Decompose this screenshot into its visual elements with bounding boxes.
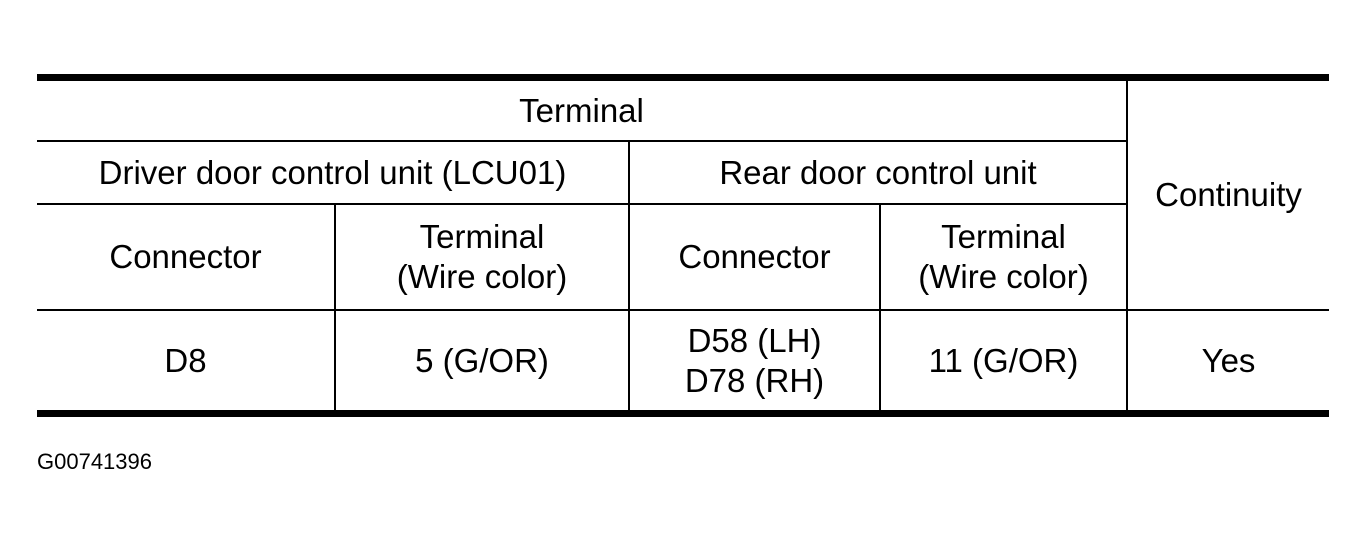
figure-id: G00741396 — [37, 449, 152, 474]
header-row-columns: Connector Terminal (Wire color) Connecto… — [37, 203, 1329, 311]
header-driver-terminal-line2: (Wire color) — [396, 258, 568, 295]
header-driver-terminal: Terminal (Wire color) — [334, 203, 630, 311]
cell-continuity: Yes — [1126, 309, 1330, 417]
header-driver-connector: Connector — [37, 203, 336, 311]
cell-rear-connector: D58 (LH) D78 (RH) — [628, 309, 881, 417]
cell-rear-connector-lh: D58 (LH) — [687, 321, 822, 359]
table-row: D8 5 (G/OR) D58 (LH) D78 (RH) 11 (G/OR) … — [37, 309, 1330, 417]
cell-rear-terminal: 11 (G/OR) — [878, 309, 1129, 417]
continuity-table-container: Terminal Continuity Driver door control … — [37, 74, 1330, 417]
header-rear-terminal: Terminal (Wire color) — [878, 203, 1129, 311]
header-rear-door-unit: Rear door control unit — [627, 140, 1129, 205]
header-continuity: Continuity — [1126, 74, 1330, 311]
header-row-units: Driver door control unit (LCU01) Rear do… — [37, 140, 1329, 205]
header-rear-terminal-line2: (Wire color) — [918, 258, 1089, 295]
header-terminal: Terminal — [37, 74, 1129, 142]
header-driver-door-unit: Driver door control unit (LCU01) — [37, 140, 630, 205]
header-row-terminal: Terminal Continuity — [37, 74, 1330, 311]
cell-driver-connector: D8 — [37, 309, 336, 417]
cell-driver-terminal: 5 (G/OR) — [334, 309, 630, 417]
cell-rear-connector-rh: D78 (RH) — [684, 361, 825, 399]
continuity-table: Terminal Continuity Driver door control … — [37, 74, 1330, 417]
header-rear-terminal-line1: Terminal — [941, 218, 1066, 255]
header-rear-connector: Connector — [628, 203, 881, 311]
header-driver-terminal-line1: Terminal — [419, 218, 545, 255]
